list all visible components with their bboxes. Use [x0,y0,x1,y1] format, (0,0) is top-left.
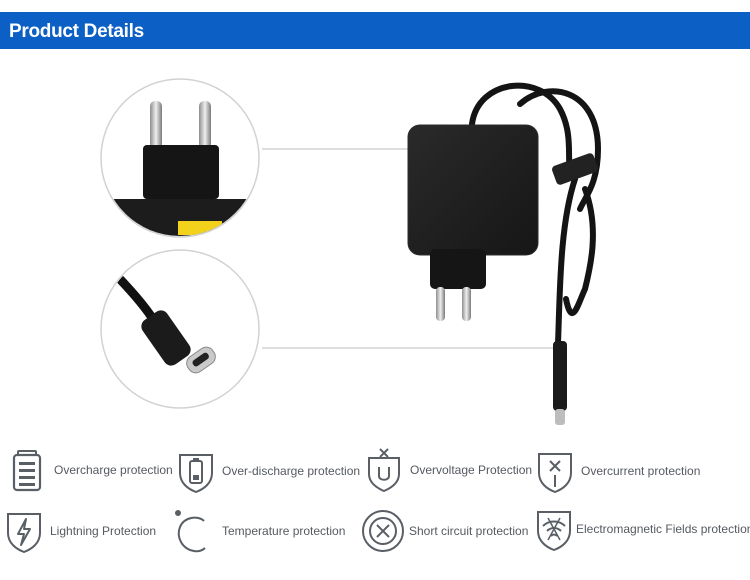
feature-lightning: Lightning Protection [4,509,156,553]
feature-short-circuit: Short circuit protection [361,509,528,553]
feature-overcharge: Overcharge protection [8,448,173,492]
feature-label: Lightning Protection [50,524,157,538]
circle-x-icon [362,510,404,552]
feature-over-discharge: Over-discharge protection [176,449,360,493]
shield-u-icon [368,448,400,492]
feature-label: Over-discharge protection [222,464,361,478]
feature-label: Overvoltage Protection [410,463,533,477]
header-banner: Product Details [0,12,750,49]
adapter-body [407,124,539,321]
product-illustration [100,78,602,425]
feature-overcurrent: Overcurrent protection [535,449,700,493]
adapter-cable [469,82,602,347]
feature-label: Short circuit protection [409,524,529,538]
shield-battery-icon [179,454,213,493]
feature-electromagnetic: Electromagnetic Fields protection [534,507,750,551]
feature-label: Overcharge protection [54,463,173,477]
feature-overvoltage: Overvoltage Protection [364,448,532,492]
feature-label: Electromagnetic Fields protection [576,522,750,536]
page-title: Product Details [9,21,144,42]
battery-full-icon [12,450,42,492]
feature-temperature: Temperature protection [170,507,345,555]
celsius-icon [175,510,206,553]
cable-strap [552,153,598,185]
feature-label: Temperature protection [222,524,346,538]
shield-current-icon [538,453,572,493]
shield-wifi-icon [537,511,571,551]
adapter-usb-c-plug [553,341,567,425]
zoom-circle-plug [100,78,260,238]
shield-lightning-icon [7,513,41,553]
zoom-circle-usb-c [100,249,260,409]
feature-label: Overcurrent protection [581,464,701,478]
